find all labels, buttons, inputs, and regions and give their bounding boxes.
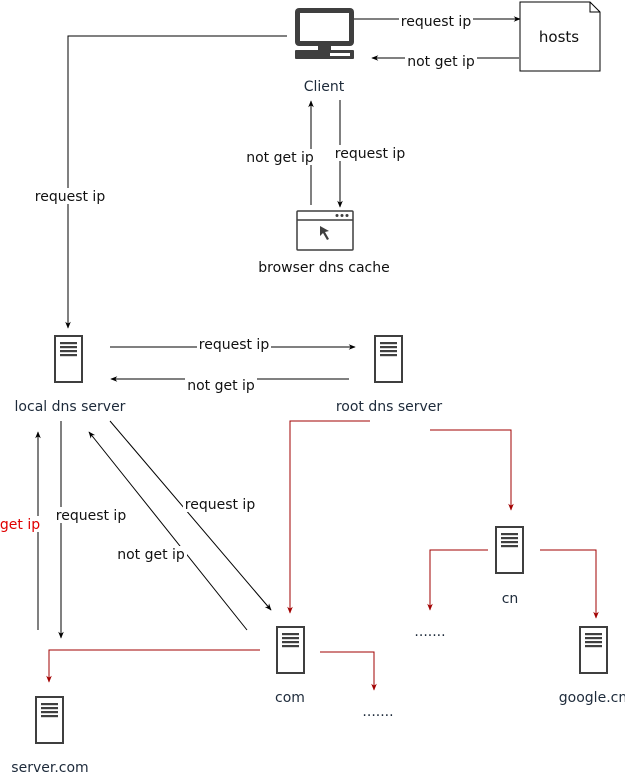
com-server-icon bbox=[276, 626, 305, 674]
svg-text:not get ip: not get ip bbox=[246, 150, 314, 166]
hosts-document-icon bbox=[519, 1, 601, 72]
hosts-label: hosts bbox=[539, 28, 579, 46]
local-dns-server-icon bbox=[54, 335, 83, 383]
label-client-to-local: request ip bbox=[33, 188, 107, 205]
svg-text:not get ip: not get ip bbox=[407, 54, 475, 70]
label-local-to-server: request ip bbox=[54, 507, 128, 524]
hier-root-to-com bbox=[287, 420, 370, 614]
label-client-to-hosts: request ip bbox=[399, 13, 473, 30]
label-root-to-local: not get ip bbox=[185, 377, 257, 394]
svg-text:request ip: request ip bbox=[35, 189, 106, 205]
browser-window-icon bbox=[296, 210, 354, 251]
edge-local-to-com bbox=[109, 420, 272, 611]
server-com-server-icon bbox=[35, 696, 64, 744]
label-server-to-local: get ip bbox=[0, 516, 44, 533]
client-monitor-icon bbox=[295, 8, 354, 59]
label-hosts-to-client: not get ip bbox=[405, 52, 477, 70]
svg-text:request ip: request ip bbox=[335, 146, 406, 162]
hier-com-to-ellipsis bbox=[320, 651, 377, 691]
com-label: com bbox=[275, 690, 305, 706]
hier-root-to-cn bbox=[430, 429, 514, 511]
cn-label: cn bbox=[502, 591, 519, 607]
browser-cache-label: browser dns cache bbox=[258, 260, 389, 276]
cursor-icon bbox=[320, 226, 329, 240]
local-dns-label: local dns server bbox=[15, 399, 126, 415]
hier-cn-to-google bbox=[540, 549, 599, 619]
svg-text:not get ip: not get ip bbox=[187, 378, 255, 394]
svg-text:request ip: request ip bbox=[401, 14, 472, 30]
google-cn-label: google.cn bbox=[559, 690, 625, 706]
label-com-to-local: not get ip bbox=[115, 546, 187, 563]
edge-client-to-local bbox=[65, 35, 287, 329]
label-cache-to-client: not get ip bbox=[245, 149, 316, 166]
svg-text:request ip: request ip bbox=[199, 337, 270, 353]
client-label: Client bbox=[304, 79, 345, 95]
svg-text:not get ip: not get ip bbox=[117, 547, 185, 563]
hier-cn-to-ellipsis bbox=[427, 549, 488, 611]
ellipsis-cn: ....... bbox=[414, 624, 445, 640]
root-dns-label: root dns server bbox=[336, 399, 443, 415]
svg-text:get ip: get ip bbox=[0, 517, 40, 533]
edge-com-to-local bbox=[88, 431, 248, 631]
cn-server-icon bbox=[495, 526, 524, 574]
root-dns-server-icon bbox=[374, 335, 403, 383]
google-cn-server-icon bbox=[579, 626, 608, 674]
label-local-to-com: request ip bbox=[183, 496, 257, 513]
svg-text:request ip: request ip bbox=[56, 508, 127, 524]
label-local-to-root: request ip bbox=[197, 336, 271, 353]
svg-text:request ip: request ip bbox=[185, 497, 256, 513]
label-client-to-cache: request ip bbox=[333, 145, 407, 162]
hier-com-to-server bbox=[46, 649, 260, 683]
ellipsis-com: ....... bbox=[362, 704, 393, 720]
server-com-label: server.com bbox=[11, 760, 88, 776]
